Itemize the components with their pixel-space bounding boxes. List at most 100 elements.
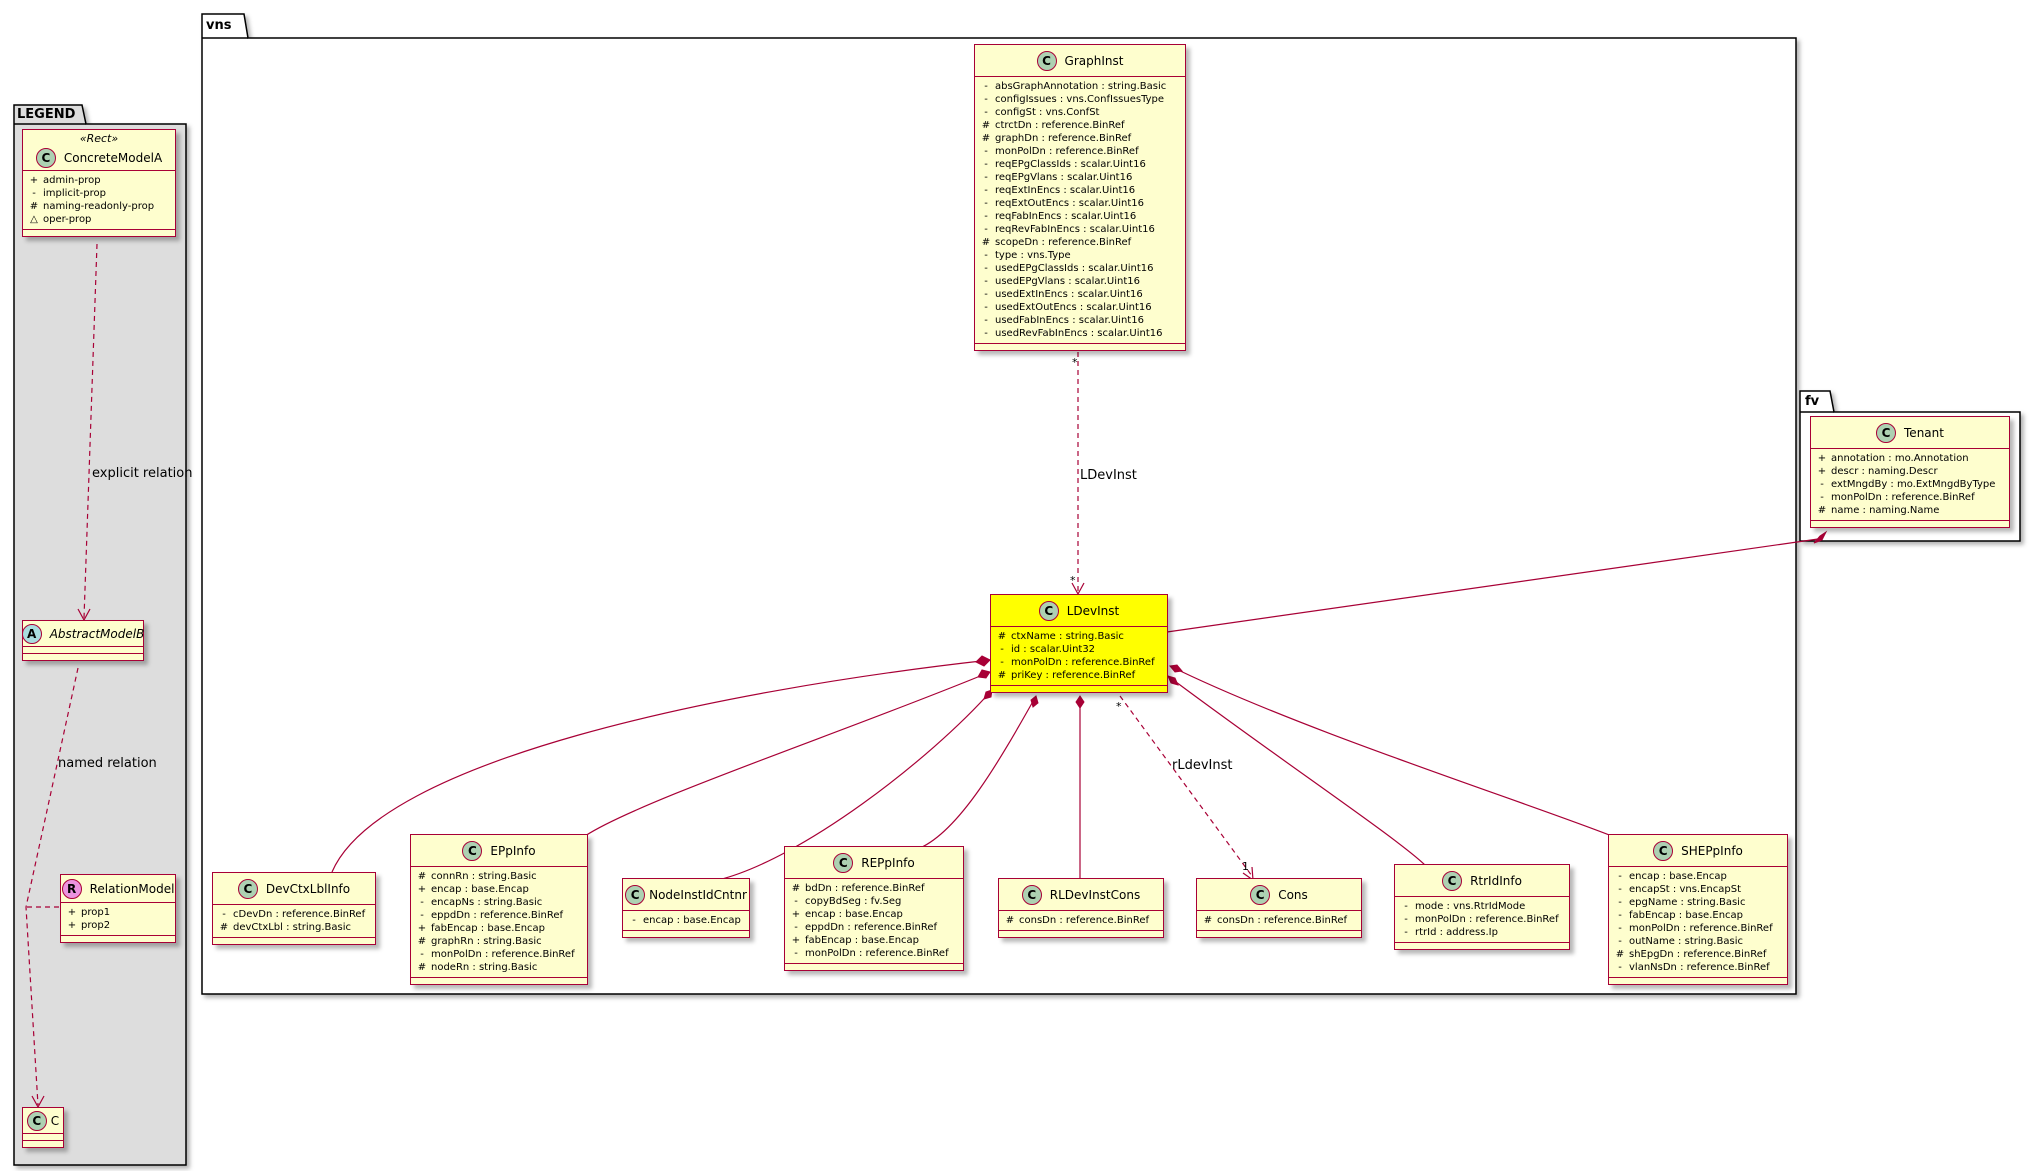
class-compartment	[23, 1134, 63, 1141]
class-header: C SHEPpInfo	[1609, 835, 1787, 867]
class-c-icon: C	[1250, 884, 1271, 905]
legend-explicit-relation-label: explicit relation	[92, 466, 193, 481]
attribute-text: monPolDn : reference.BinRef	[995, 146, 1139, 157]
attribute-row: -monPolDn : reference.BinRef	[1401, 913, 1563, 926]
attribute-row: -implicit-prop	[29, 187, 169, 200]
visibility-icon: #	[417, 962, 427, 973]
attribute-text: reqEPgClassIds : scalar.Uint16	[995, 159, 1146, 170]
attribute-text: rtrId : address.Ip	[1415, 927, 1498, 938]
attribute-text: configIssues : vns.ConfIssuesType	[995, 94, 1165, 105]
vns-package-title: vns	[206, 18, 232, 33]
visibility-icon: -	[984, 302, 988, 313]
rldevinstcons-class[interactable]: C RLDevInstCons #consDn : reference.BinR…	[998, 878, 1164, 938]
visibility-icon: -	[1000, 657, 1004, 668]
legend-abstract-model-class[interactable]: A AbstractModelB	[21, 620, 144, 661]
attribute-row: -mode : vns.RtrIdMode	[1401, 900, 1563, 913]
legend-relation-model-class[interactable]: R RelationModel +prop1 +prop2	[60, 874, 176, 943]
class-compartment	[975, 344, 1185, 350]
class-header: C DevCtxLblInfo	[213, 873, 375, 905]
class-header: C NodeInstIdCntnr	[623, 879, 749, 911]
reppinfo-class[interactable]: C REPpInfo #bdDn : reference.BinRef -cop…	[784, 846, 964, 971]
attribute-text: absGraphAnnotation : string.Basic	[995, 81, 1167, 92]
sheppinfo-class[interactable]: C SHEPpInfo -encap : base.Encap -encapSt…	[1608, 834, 1788, 985]
class-c-icon: C	[26, 1110, 47, 1131]
visibility-icon: -	[984, 198, 988, 209]
class-header: C C	[23, 1108, 63, 1134]
attribute-text: reqRevFabInEncs : scalar.Uint16	[995, 224, 1155, 235]
class-header: C REPpInfo	[785, 847, 963, 879]
legend-concrete-model-class[interactable]: «Rect» C ConcreteModelA +admin-prop -imp…	[22, 129, 176, 237]
class-compartment	[785, 964, 963, 970]
class-attributes: #bdDn : reference.BinRef -copyBdSeg : fv…	[785, 879, 963, 964]
attribute-text: connRn : string.Basic	[431, 871, 537, 882]
visibility-icon: -	[420, 897, 424, 908]
attribute-text: copyBdSeg : fv.Seg	[805, 896, 902, 907]
attribute-text: consDn : reference.BinRef	[1019, 915, 1150, 926]
rldevinst-source-multiplicity: *	[1116, 700, 1122, 713]
class-compartment	[23, 230, 175, 236]
class-name: Cons	[1278, 887, 1308, 902]
visibility-icon: -	[984, 107, 988, 118]
attribute-text: naming-readonly-prop	[43, 201, 155, 212]
attribute-text: reqExtOutEncs : scalar.Uint16	[995, 198, 1144, 209]
attribute-text: monPolDn : reference.BinRef	[1831, 492, 1975, 503]
class-header: C RLDevInstCons	[999, 879, 1163, 911]
attribute-text: monPolDn : reference.BinRef	[431, 949, 575, 960]
attribute-row: -monPolDn : reference.BinRef	[981, 145, 1179, 158]
nodeinstidcntnr-class[interactable]: C NodeInstIdCntnr -encap : base.Encap	[622, 878, 750, 938]
attribute-text: usedRevFabInEncs : scalar.Uint16	[995, 328, 1163, 339]
attribute-row: -id : scalar.Uint32	[997, 643, 1161, 656]
visibility-icon: -	[984, 172, 988, 183]
attribute-text: reqFabInEncs : scalar.Uint16	[995, 211, 1137, 222]
visibility-icon: #	[981, 120, 991, 131]
visibility-icon: +	[1817, 466, 1827, 477]
attribute-row: -usedExtInEncs : scalar.Uint16	[981, 288, 1179, 301]
attribute-text: devCtxLbl : string.Basic	[233, 922, 352, 933]
eppinfo-class[interactable]: C EPpInfo #connRn : string.Basic +encap …	[410, 834, 588, 985]
attribute-row: #ctrctDn : reference.BinRef	[981, 119, 1179, 132]
attribute-row: -usedEPgVlans : scalar.Uint16	[981, 275, 1179, 288]
class-attributes: +admin-prop -implicit-prop #naming-reado…	[23, 171, 175, 230]
class-header: C Tenant	[1811, 417, 2009, 449]
attribute-row: -reqExtOutEncs : scalar.Uint16	[981, 197, 1179, 210]
rtridinfo-class[interactable]: C RtrIdInfo -mode : vns.RtrIdMode -monPo…	[1394, 864, 1570, 950]
class-c-icon: C	[35, 147, 56, 168]
attribute-row: #devCtxLbl : string.Basic	[219, 921, 369, 934]
graphinst-class[interactable]: C GraphInst -absGraphAnnotation : string…	[974, 44, 1186, 351]
attribute-text: fabEncap : base.Encap	[1629, 910, 1743, 921]
attribute-text: name : naming.Name	[1831, 505, 1940, 516]
ldevinst-relation-label: LDevInst	[1080, 468, 1137, 483]
attribute-row: -reqEPgVlans : scalar.Uint16	[981, 171, 1179, 184]
attribute-text: consDn : reference.BinRef	[1217, 915, 1348, 926]
attribute-text: scopeDn : reference.BinRef	[995, 237, 1132, 248]
cons-class[interactable]: C Cons #consDn : reference.BinRef	[1196, 878, 1362, 938]
visibility-icon: #	[997, 631, 1007, 642]
visibility-icon: -	[984, 81, 988, 92]
attribute-row: #bdDn : reference.BinRef	[791, 882, 957, 895]
attribute-row: +admin-prop	[29, 174, 169, 187]
visibility-icon: #	[981, 237, 991, 248]
class-attributes: #ctxName : string.Basic -id : scalar.Uin…	[991, 627, 1167, 686]
class-compartment	[1197, 931, 1361, 937]
tenant-class[interactable]: C Tenant +annotation : mo.Annotation +de…	[1810, 416, 2010, 528]
visibility-icon: -	[984, 276, 988, 287]
attribute-row: -usedFabInEncs : scalar.Uint16	[981, 314, 1179, 327]
class-name: Tenant	[1904, 425, 1944, 440]
attribute-row: +encap : base.Encap	[417, 883, 581, 896]
attribute-row: +descr : naming.Descr	[1817, 465, 2003, 478]
class-compartment	[623, 931, 749, 937]
devctxlblinfo-class[interactable]: C DevCtxLblInfo -cDevDn : reference.BinR…	[212, 872, 376, 945]
attribute-text: prop2	[81, 920, 111, 931]
attribute-row: +prop2	[67, 919, 169, 932]
ldevinst-class[interactable]: C LDevInst #ctxName : string.Basic -id :…	[990, 594, 1168, 693]
attribute-row: -encapNs : string.Basic	[417, 896, 581, 909]
attribute-row: -usedEPgClassIds : scalar.Uint16	[981, 262, 1179, 275]
visibility-icon: -	[984, 211, 988, 222]
attribute-text: encap : base.Encap	[805, 909, 903, 920]
attribute-text: type : vns.Type	[995, 250, 1071, 261]
legend-c-class[interactable]: C C	[22, 1107, 64, 1148]
attribute-text: id : scalar.Uint32	[1011, 644, 1096, 655]
graphinst-multiplicity: *	[1072, 356, 1078, 369]
visibility-icon: +	[791, 935, 801, 946]
attribute-row: -monPolDn : reference.BinRef	[997, 656, 1161, 669]
